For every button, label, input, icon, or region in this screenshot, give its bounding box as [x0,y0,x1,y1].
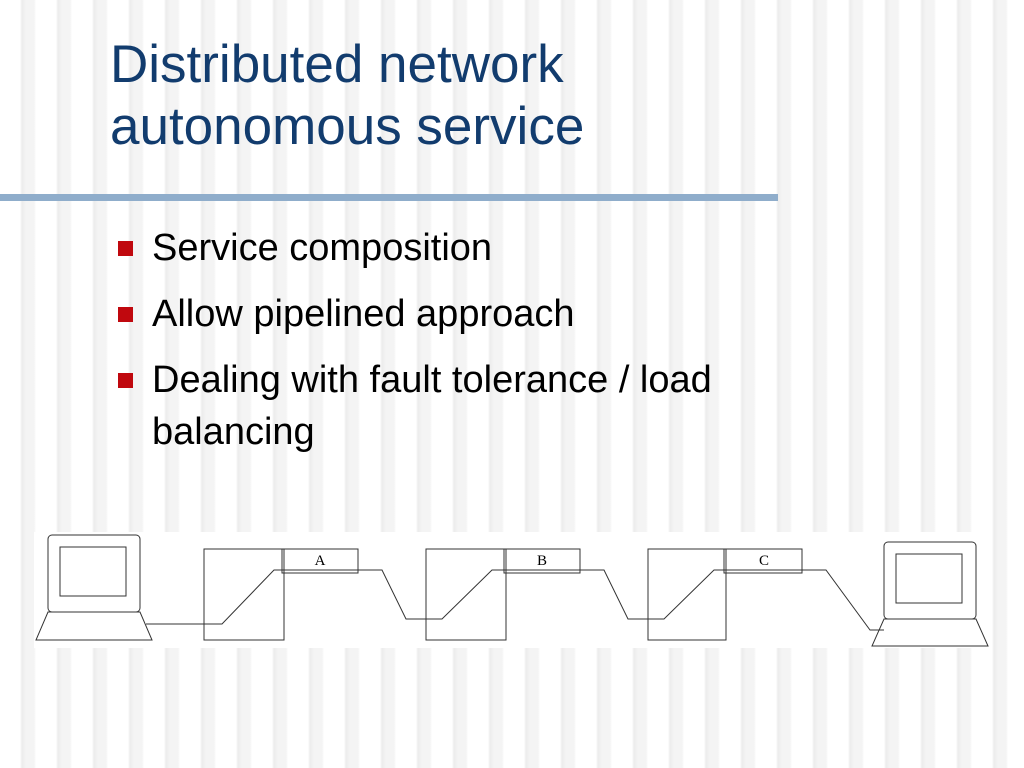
service-label-a: A [315,553,326,569]
service-node-b: B [425,548,581,641]
bullet-text: Service composition [152,227,493,269]
computer-icon [871,541,989,647]
pipeline-diagram: A B C [34,532,990,648]
slide-title: Distributed network autonomous service [110,34,584,158]
bullet-item: Dealing with fault tolerance / load bala… [112,354,852,458]
link-line [798,569,884,631]
service-node-c: C [647,548,803,641]
bullet-item: Allow pipelined approach [112,288,852,340]
service-label-c: C [759,553,769,569]
square-bullet-icon [118,307,133,322]
link-line [574,569,798,620]
slide-title-line-2: autonomous service [110,97,585,156]
slide-title-line-1: Distributed network [110,35,564,94]
title-divider [0,194,778,201]
bullet-text: Dealing with fault tolerance / load bala… [152,359,712,453]
bullet-item: Service composition [112,222,852,274]
computer-icon [35,534,153,641]
bullet-list: Service composition Allow pipelined appr… [112,222,852,472]
link-line [352,569,574,620]
service-node-a: A [203,548,359,641]
link-line [146,569,352,625]
service-label-b: B [537,553,547,569]
bullet-text: Allow pipelined approach [152,293,575,335]
square-bullet-icon [118,241,133,256]
square-bullet-icon [118,373,133,388]
